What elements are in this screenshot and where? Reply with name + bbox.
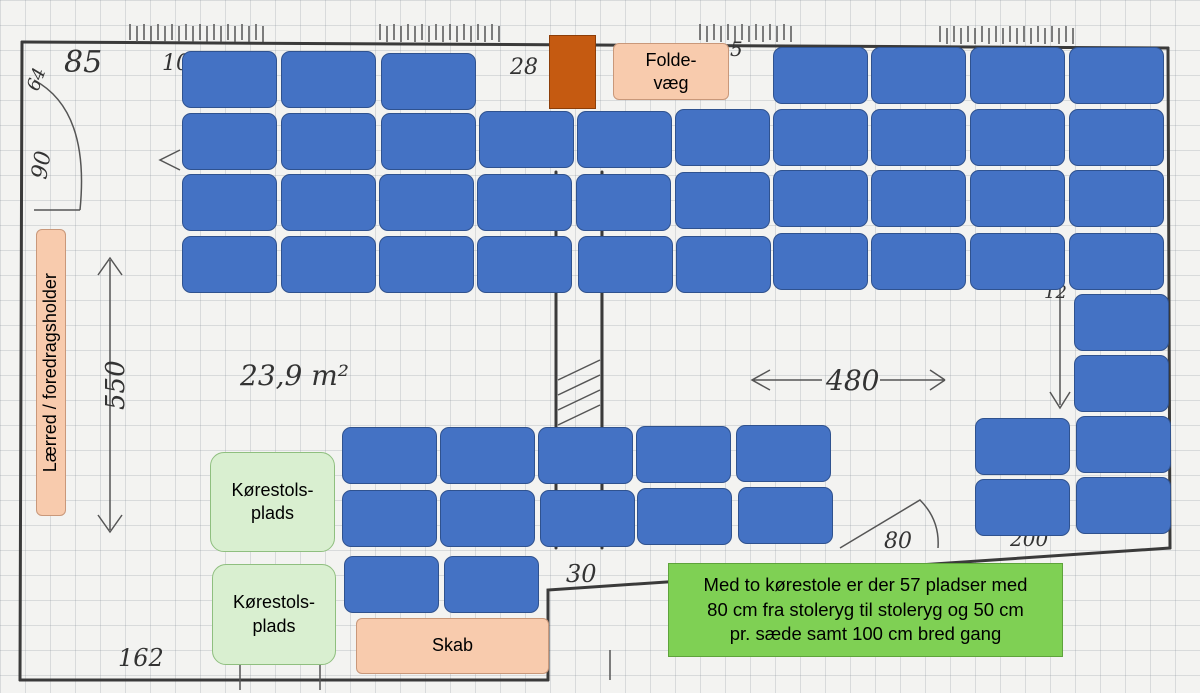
wheelchair-space-2-line2: plads <box>252 615 296 636</box>
seat <box>576 174 671 231</box>
seat <box>577 111 672 168</box>
wall-left <box>18 40 24 682</box>
door-arc <box>33 79 83 211</box>
seat <box>1069 233 1164 290</box>
summary-note-line1: Med to kørestole er der 57 pladser med <box>703 573 1028 595</box>
seat <box>281 174 376 231</box>
seat <box>970 170 1065 227</box>
sketch-area: 23,9 m² <box>239 359 349 392</box>
sketch-pillar-top-number: 28 <box>509 55 538 80</box>
seat <box>477 236 572 293</box>
screen-speaker-text: Lærred / foredragsholder <box>40 272 61 473</box>
seat <box>540 490 635 547</box>
wheelchair-space-1-line2: plads <box>250 503 295 523</box>
window-hatch <box>379 24 500 42</box>
seat <box>342 490 437 547</box>
seat <box>637 488 732 545</box>
wheelchair-space-1: Kørestols- plads <box>210 452 335 552</box>
seat <box>970 47 1065 104</box>
seat <box>1076 416 1171 473</box>
seat <box>871 170 966 227</box>
wheelchair-space-1-line1: Kørestols- <box>231 479 314 500</box>
cabinet-label: Skab <box>356 618 549 674</box>
seat <box>281 236 376 293</box>
wall-right <box>1166 46 1172 550</box>
window-hatch <box>939 26 1074 44</box>
seat <box>281 113 376 170</box>
seat <box>477 174 572 231</box>
seat <box>970 233 1065 290</box>
pillar <box>554 170 604 550</box>
seat <box>538 427 633 484</box>
summary-note: Med to kørestole er der 57 pladser med 8… <box>668 563 1063 657</box>
sketch-number-64: 64 <box>23 65 51 94</box>
sketch-width-dimension: 480 <box>825 364 879 397</box>
seat <box>738 487 833 544</box>
seat <box>675 109 770 166</box>
seat <box>281 51 376 108</box>
seat <box>970 109 1065 166</box>
seat <box>773 170 868 227</box>
seat <box>182 236 277 293</box>
seat <box>1069 47 1164 104</box>
seat <box>1076 477 1171 534</box>
seat <box>975 479 1070 536</box>
seat <box>736 425 831 482</box>
seat <box>342 427 437 484</box>
width-dimension-line <box>750 369 946 391</box>
seat <box>871 233 966 290</box>
folding-wall-text-line2: væg <box>653 72 689 93</box>
seat <box>440 427 535 484</box>
seat <box>1074 294 1169 351</box>
seat <box>344 556 439 613</box>
left-dimension-line <box>97 256 123 534</box>
wheelchair-space-2-line1: Kørestols- <box>232 592 315 613</box>
seat <box>479 111 574 168</box>
window-hatch <box>129 24 264 42</box>
seat <box>773 47 868 104</box>
sketch-bottom-left-number: 162 <box>118 644 164 672</box>
seat <box>182 113 277 170</box>
seat <box>636 426 731 483</box>
seat <box>975 418 1070 475</box>
seat <box>773 233 868 290</box>
screen-speaker-label: Lærred / foredragsholder <box>36 229 66 516</box>
seat <box>381 113 476 170</box>
summary-note-line3: pr. sæde samt 100 cm bred gang <box>729 623 1002 645</box>
sketch-top-partial-2: 5 <box>730 37 743 61</box>
seat <box>381 53 476 110</box>
wheelchair-space-2: Kørestols- plads <box>212 564 336 665</box>
sketch-corner-arc-number: 80 <box>884 529 912 554</box>
sketch-door-arc-number: 90 <box>27 149 56 181</box>
seat <box>444 556 539 613</box>
summary-note-line2: 80 cm fra stoleryg til stoleryg og 50 cm <box>707 598 1024 620</box>
folding-wall-label: Folde- væg <box>613 43 729 100</box>
seat <box>1069 170 1164 227</box>
seat <box>871 109 966 166</box>
corner-arc <box>839 499 939 549</box>
seat <box>379 174 474 231</box>
sketch-number-85: 85 <box>64 45 102 80</box>
folding-wall-text-line1: Folde- <box>645 50 697 70</box>
seat <box>578 236 673 293</box>
seat <box>182 51 277 108</box>
seat <box>1074 355 1169 412</box>
pillar-hatch <box>557 359 601 426</box>
cabinet-text: Skab <box>431 635 474 656</box>
seat <box>871 47 966 104</box>
seat <box>675 172 770 229</box>
folding-wall-panel <box>549 35 596 109</box>
seat <box>773 109 868 166</box>
sketch-left-dimension: 550 <box>101 360 131 410</box>
seat <box>182 174 277 231</box>
seat <box>440 490 535 547</box>
seat <box>379 236 474 293</box>
seat <box>1069 109 1164 166</box>
sketch-pillar-number: 30 <box>566 560 597 588</box>
window-hatch <box>699 24 792 42</box>
seat <box>676 236 771 293</box>
